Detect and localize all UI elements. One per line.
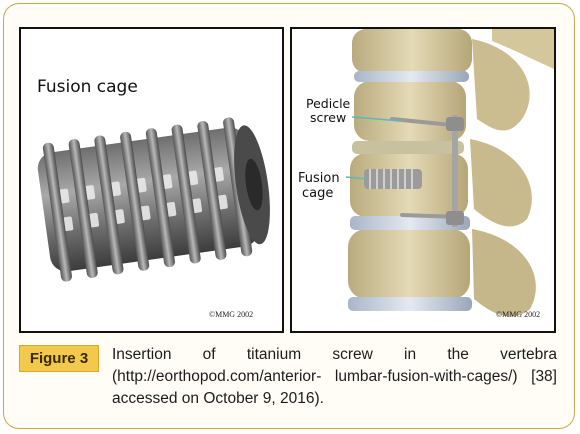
- figure-caption: Insertion of titanium screw in the verte…: [112, 346, 557, 407]
- pedicle-label-line1: Pedicle: [306, 96, 351, 111]
- spine-panel: Pedicle screw Fusion cage ©MMG 2002: [290, 27, 556, 333]
- fusion-cage-panel: Fusion cage: [19, 27, 284, 333]
- cage-label-line1: Fusion: [298, 171, 340, 186]
- fusion-cage-illustration: [37, 117, 270, 282]
- cage-label-line2: cage: [302, 186, 334, 201]
- figure-number-badge: Figure 3: [19, 345, 99, 372]
- fusion-cage-label: Fusion cage: [37, 77, 138, 97]
- pedicle-label-line2: screw: [310, 110, 347, 125]
- left-copyright: ©MMG 2002: [209, 310, 254, 319]
- right-copyright: ©MMG 2002: [496, 310, 541, 319]
- spine-illustration: [292, 29, 554, 331]
